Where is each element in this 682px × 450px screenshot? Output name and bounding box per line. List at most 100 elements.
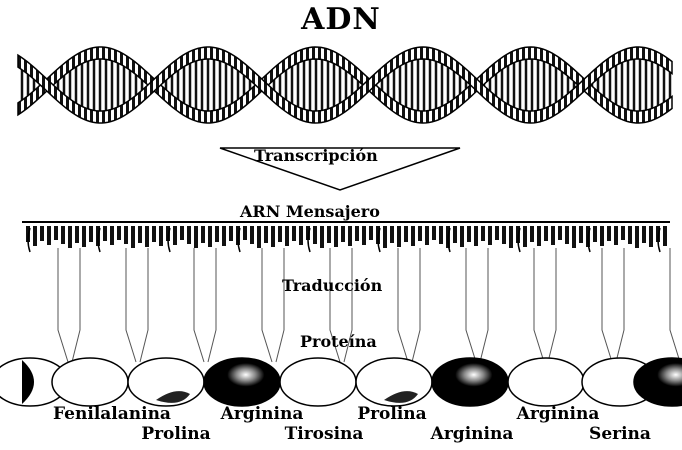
mrna-base [397, 226, 401, 247]
mrna-base [495, 226, 499, 240]
mrna-base [138, 226, 142, 243]
mrna-base [320, 226, 324, 248]
mrna-base [61, 226, 65, 244]
mrna-base [579, 226, 583, 243]
translation-line [616, 248, 624, 362]
mrna-base [530, 226, 534, 242]
mrna-base [54, 226, 58, 240]
translation-line [534, 248, 544, 362]
mrna-base [194, 226, 198, 248]
protein-label: Proteína [300, 332, 377, 351]
mrna-base [663, 226, 667, 246]
mrna-base [439, 226, 443, 244]
mrna-base [642, 226, 646, 243]
protein-bead [52, 358, 128, 406]
mrna-base [544, 226, 548, 241]
amino-acid-label: Serina [589, 424, 651, 444]
mrna-base [201, 226, 205, 243]
mrna-base [250, 226, 254, 244]
mrna-base [558, 226, 562, 240]
translation-line [670, 248, 680, 362]
mrna-base [635, 226, 639, 248]
mrna-base [614, 226, 618, 245]
mrna-base [453, 226, 457, 243]
protein-bead [432, 358, 508, 406]
mrna-base [215, 226, 219, 242]
mrna-base [537, 226, 541, 246]
mrna-base [145, 226, 149, 247]
mrna-base [292, 226, 296, 241]
translation-line [548, 248, 556, 362]
amino-acid-label: Tirosina [285, 424, 364, 444]
amino-acid-label: Prolina [141, 424, 210, 444]
mrna-base [264, 226, 268, 243]
dna-double-helix [18, 47, 672, 123]
mrna-base [362, 226, 366, 245]
mrna-base [628, 226, 632, 244]
mrna-base [159, 226, 163, 246]
mrna-base [621, 226, 625, 240]
mrna-base [187, 226, 191, 244]
mrna-base [565, 226, 569, 244]
amino-acid-label: Fenilalanina [53, 404, 171, 424]
mrna-base [649, 226, 653, 247]
mrna-base [47, 226, 51, 245]
mrna-base [509, 226, 513, 248]
mrna-strand [22, 222, 670, 252]
mrna-base [390, 226, 394, 243]
mrna-base [425, 226, 429, 245]
translation-line [140, 248, 148, 362]
mrna-base [481, 226, 485, 241]
mrna-base [40, 226, 44, 241]
mrna-base [474, 226, 478, 246]
protein-bead-chain [0, 358, 682, 406]
mrna-base [432, 226, 436, 240]
translation-line [194, 248, 204, 362]
mrna-base [369, 226, 373, 240]
mrna-base [418, 226, 422, 241]
transcription-label: Transcripción [254, 146, 378, 165]
amino-acid-label: Arginina [431, 424, 514, 444]
mrna-base [285, 226, 289, 246]
mrna-base [467, 226, 471, 242]
mrna-base [327, 226, 331, 243]
mrna-base [600, 226, 604, 246]
mrna-base [488, 226, 492, 245]
mrna-base [411, 226, 415, 246]
translation-line [602, 248, 612, 362]
protein-bead [508, 358, 584, 406]
mrna-base [334, 226, 338, 247]
mrna-base [82, 226, 86, 247]
mrna-base [278, 226, 282, 242]
mrna-base [89, 226, 93, 242]
translation-line [72, 248, 80, 362]
amino-acid-label: Prolina [357, 404, 426, 424]
mrna-base [383, 226, 387, 248]
mrna-base [404, 226, 408, 242]
translation-line [398, 248, 408, 362]
dna-title: ADN [0, 2, 682, 37]
mrna-base [68, 226, 72, 248]
mrna-base [313, 226, 317, 244]
translation-line [126, 248, 136, 362]
translation-line [58, 248, 68, 362]
translation-line [466, 248, 476, 362]
protein-bead [204, 358, 280, 406]
mrna-base [271, 226, 275, 247]
mrna-base [229, 226, 233, 241]
mrna-base [502, 226, 506, 244]
translation-line [208, 248, 216, 362]
mrna-base [523, 226, 527, 247]
mrna-base [551, 226, 555, 245]
translation-line [412, 248, 420, 362]
mrna-base [180, 226, 184, 240]
mrna-base [355, 226, 359, 241]
translation-line [276, 248, 284, 362]
mrna-base [208, 226, 212, 247]
mrna-base [152, 226, 156, 242]
mrna-base [117, 226, 121, 240]
mrna-base [222, 226, 226, 246]
amino-acid-label: Arginina [221, 404, 304, 424]
mrna-base [33, 226, 37, 246]
